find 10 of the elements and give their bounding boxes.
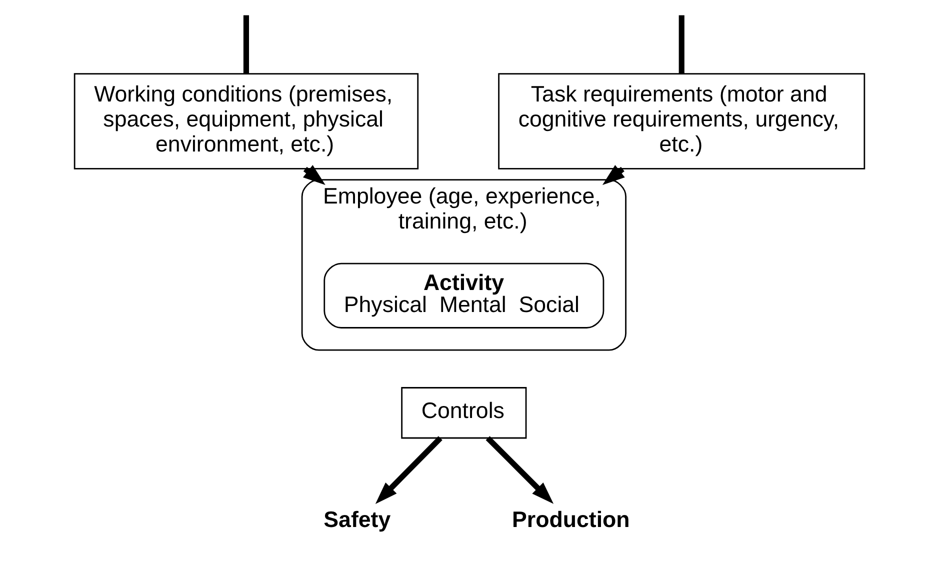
- node-box: Task requirements (motor and cognitive requirements, urgency, etc.): [498, 73, 866, 170]
- node-box: Working conditions (premises, spaces, equipment, physical environment, etc.): [74, 73, 419, 170]
- node-text: Production: [512, 507, 630, 532]
- node-box: Activity Physical Mental Social: [324, 262, 604, 328]
- connector: [243, 15, 250, 74]
- arrow: [486, 436, 554, 504]
- connector: [678, 15, 684, 74]
- node-text: Safety: [324, 507, 391, 532]
- arrow: [375, 436, 442, 504]
- node-box: Controls: [401, 387, 527, 439]
